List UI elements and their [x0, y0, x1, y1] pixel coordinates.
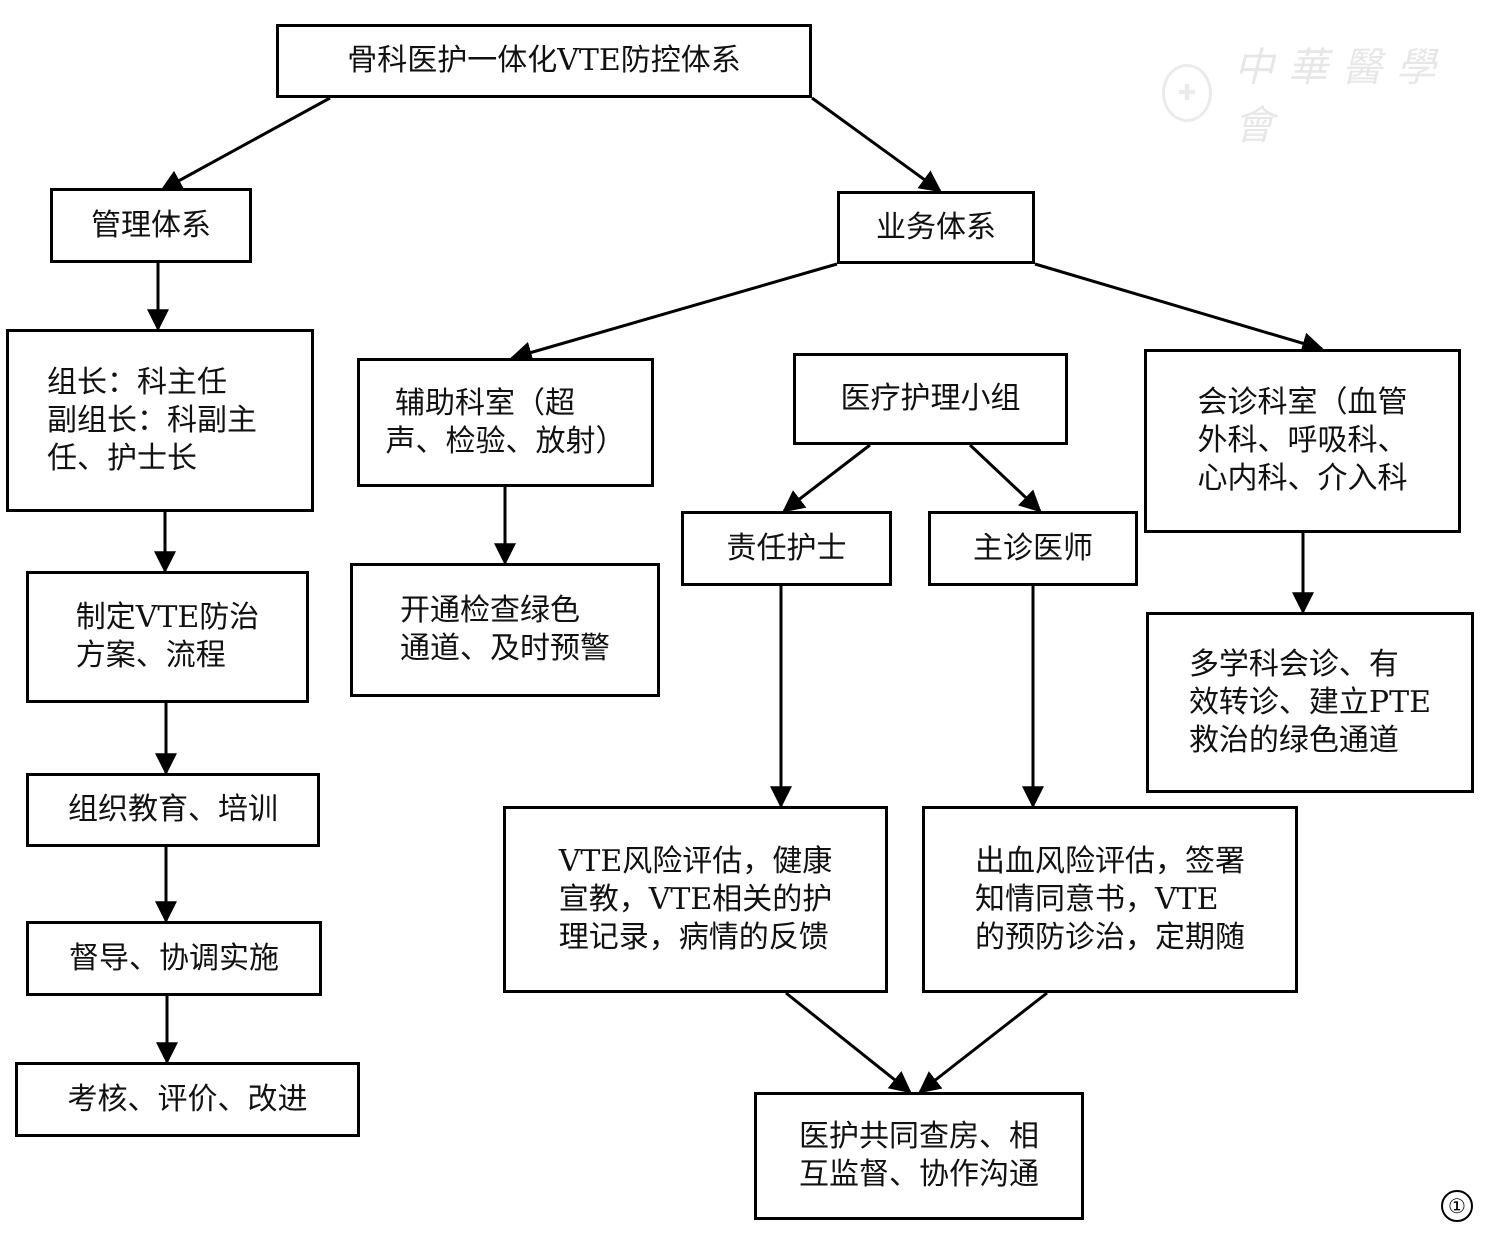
business-system-node: 业务体系 [837, 191, 1035, 264]
care-team-node: 医疗护理小组 [793, 353, 1068, 445]
root-node: 骨科医护一体化VTE防控体系 [276, 24, 812, 98]
joint-rounds-node: 医护共同查房、相 互监督、协作沟通 [754, 1092, 1084, 1220]
auxiliary-dept-node: 辅助科室（超 声、检验、放射） [357, 358, 654, 487]
arrow-doctor-tasks-to-joint-rounds [918, 991, 1048, 1094]
supervise-node: 督导、协调实施 [26, 921, 322, 996]
doctor-node: 主诊医师 [928, 511, 1138, 586]
leaders-node: 组长：科主任 副组长：科副主 任、护士长 [6, 329, 314, 512]
watermark: ✚ 中華醫學會 [1162, 45, 1462, 149]
nurse-node: 责任护士 [681, 511, 892, 586]
training-label: 组织教育、培训 [68, 792, 278, 827]
evaluate-node: 考核、评价、改进 [15, 1062, 360, 1137]
mdt-label: 多学科会诊、有 效转诊、建立PTE 救治的绿色通道 [1188, 646, 1432, 758]
arrow-business-to-auxiliary [509, 262, 838, 364]
management-system-label: 管理体系 [91, 207, 211, 243]
arrow-care-team-to-doctor [968, 443, 1042, 513]
supervise-label: 督导、协调实施 [69, 940, 279, 976]
nurse-tasks-node: VTE风险评估，健康 宣教，VTE相关的护 理记录，病情的反馈 [503, 806, 888, 993]
leaders-label: 组长：科主任 副组长：科副主 任、护士长 [47, 364, 257, 476]
joint-rounds-label: 医护共同查房、相 互监督、协作沟通 [799, 1119, 1039, 1192]
nurse-tasks-label: VTE风险评估，健康 宣教，VTE相关的护 理记录，病情的反馈 [558, 843, 833, 955]
auxiliary-dept-label: 辅助科室（超 声、检验、放射） [385, 385, 626, 459]
plan-label: 制定VTE防治 方案、流程 [75, 600, 260, 673]
arrow-business-to-consult [1034, 262, 1325, 354]
nurse-label: 责任护士 [726, 530, 847, 566]
care-team-label: 医疗护理小组 [840, 381, 1021, 416]
arrow-care-team-to-nurse [782, 443, 871, 513]
figure-number: ① [1441, 1190, 1473, 1222]
society-seal-icon: ✚ [1162, 64, 1212, 122]
green-channel-node: 开通检查绿色 通道、及时预警 [350, 563, 660, 697]
management-system-node: 管理体系 [50, 188, 252, 263]
watermark-text: 中華醫學會 [1233, 45, 1450, 149]
doctor-label: 主诊医师 [973, 530, 1093, 566]
training-node: 组织教育、培训 [26, 773, 320, 847]
evaluate-label: 考核、评价、改进 [67, 1081, 308, 1117]
business-system-label: 业务体系 [876, 209, 996, 245]
consult-dept-label: 会诊科室（血管 外科、呼吸科、 心内科、介入科 [1197, 385, 1408, 496]
consult-dept-node: 会诊科室（血管 外科、呼吸科、 心内科、介入科 [1144, 349, 1461, 533]
doctor-tasks-node: 出血风险评估，签署 知情同意书，VTE 的预防诊治，定期随 [922, 806, 1298, 993]
arrow-root-to-business [811, 96, 942, 193]
green-channel-label: 开通检查绿色 通道、及时预警 [400, 593, 610, 666]
arrow-nurse-tasks-to-joint-rounds [785, 991, 912, 1094]
doctor-tasks-label: 出血风险评估，签署 知情同意书，VTE 的预防诊治，定期随 [975, 843, 1245, 955]
root-node-label: 骨科医护一体化VTE防控体系 [347, 43, 741, 78]
plan-node: 制定VTE防治 方案、流程 [26, 571, 309, 703]
arrow-root-to-management [160, 96, 331, 192]
mdt-node: 多学科会诊、有 效转诊、建立PTE 救治的绿色通道 [1146, 612, 1474, 793]
